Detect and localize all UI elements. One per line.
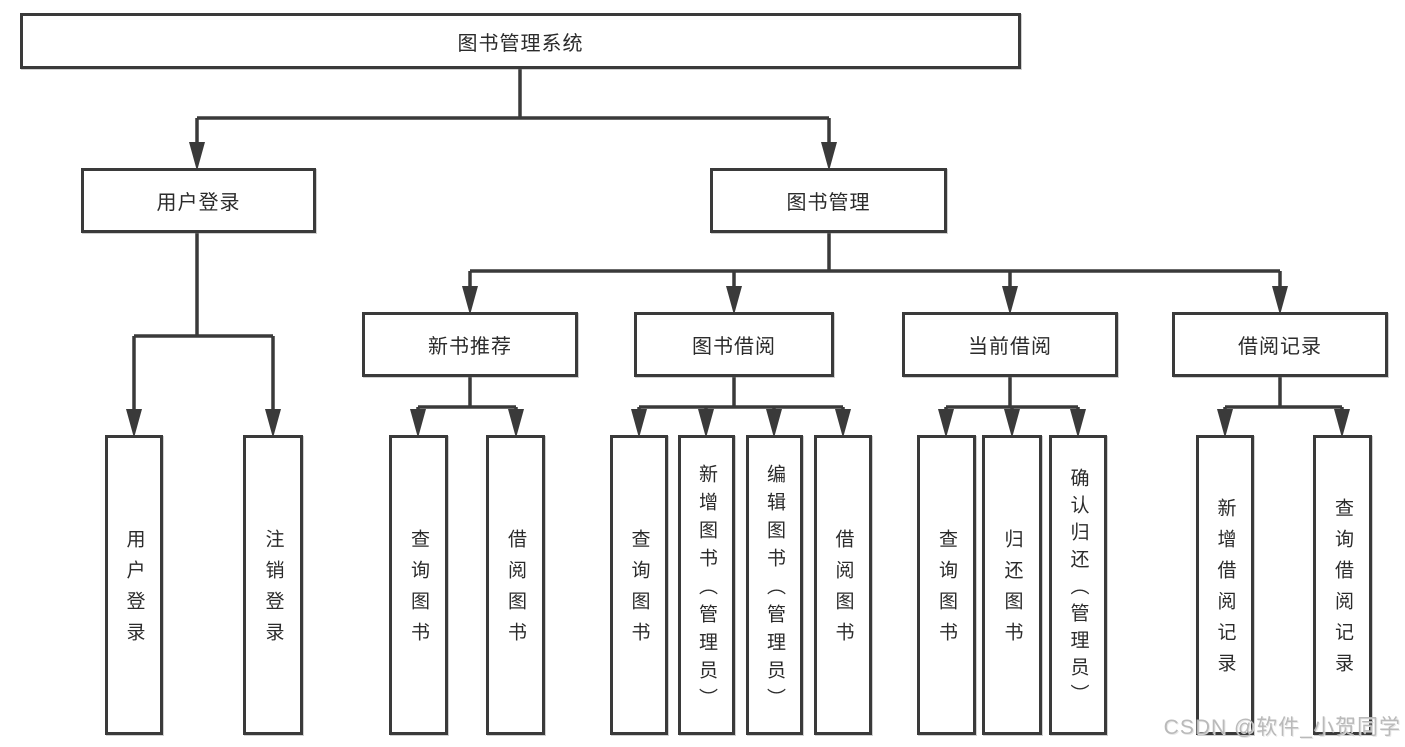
leaf-return-book: 归还图书 [982,435,1042,735]
node-new-book-rec-label: 新书推荐 [428,336,512,358]
connector-borrow-records-children [1217,377,1350,438]
node-current-borrow: 当前借阅 [902,312,1118,377]
arrowhead [1272,286,1288,315]
leaf-query-book-2: 查询图书 [610,435,668,735]
arrowhead [1217,409,1233,438]
leaf-user-login-label: 用户登录 [123,529,145,653]
arrowhead [1002,286,1018,315]
leaf-borrow-book-1: 借阅图书 [486,435,545,735]
leaf-query-book-2-label: 查询图书 [628,529,650,653]
arrowhead [1334,409,1350,438]
leaf-confirm-return: 确认归还（管理员） [1049,435,1107,735]
leaf-edit-book: 编辑图书（管理员） [746,435,803,735]
connector-new-book-rec-children [410,377,524,438]
leaf-return-book-label: 归还图书 [1001,529,1023,653]
leaf-user-login: 用户登录 [105,435,163,735]
connector-book-mgmt-children [462,233,1288,315]
node-book-borrow: 图书借阅 [634,312,834,377]
arrowhead [835,409,851,438]
arrowhead [938,409,954,438]
leaf-borrow-book-2-label: 借阅图书 [832,529,854,653]
leaf-confirm-return-label: 确认归还（管理员） [1067,467,1089,711]
node-current-borrow-label: 当前借阅 [968,336,1052,358]
leaf-borrow-book-2: 借阅图书 [814,435,872,735]
arrowhead [698,409,714,438]
node-borrow-records: 借阅记录 [1172,312,1388,377]
arrowhead [189,142,205,171]
node-book-borrow-label: 图书借阅 [692,336,776,358]
arrowhead [631,409,647,438]
node-root-label: 图书管理系统 [457,32,584,55]
node-user-login-label: 用户登录 [156,192,241,214]
arrowhead [508,409,524,438]
leaf-borrow-book-1-label: 借阅图书 [505,529,526,653]
leaf-query-book-1: 查询图书 [389,435,448,735]
leaf-edit-book-label: 编辑图书（管理员） [764,463,785,716]
arrowhead [726,286,742,315]
connector-user-login-children [126,233,281,438]
connector-root-to-level2 [189,69,837,171]
leaf-query-borrow-record: 查询借阅记录 [1313,435,1372,735]
arrowhead [1004,409,1020,438]
node-root: 图书管理系统 [20,13,1021,69]
arrowhead [126,409,142,438]
leaf-query-borrow-record-label: 查询借阅记录 [1332,498,1353,684]
leaf-add-book: 新增图书（管理员） [678,435,735,735]
node-book-mgmt-label: 图书管理 [786,192,871,214]
node-new-book-rec: 新书推荐 [362,312,578,377]
leaf-logout: 注销登录 [243,435,303,735]
node-book-mgmt: 图书管理 [710,168,947,233]
node-borrow-records-label: 借阅记录 [1238,336,1322,358]
leaf-query-book-3-label: 查询图书 [936,529,957,653]
leaf-query-book-3: 查询图书 [917,435,976,735]
connector-book-borrow-children [631,377,851,438]
leaf-add-borrow-record-label: 新增借阅记录 [1214,498,1236,684]
arrowhead [462,286,478,315]
leaf-add-borrow-record: 新增借阅记录 [1196,435,1254,735]
arrowhead [821,142,837,171]
arrowhead [265,409,281,438]
leaf-logout-label: 注销登录 [262,529,284,653]
arrowhead [766,409,782,438]
arrowhead [1070,409,1086,438]
node-user-login: 用户登录 [81,168,316,233]
watermark: CSDN @软件_小贺同学 [1163,716,1401,739]
leaf-add-book-label: 新增图书（管理员） [696,463,717,716]
arrowhead [410,409,426,438]
connector-current-borrow-children [938,377,1086,438]
leaf-query-book-1-label: 查询图书 [408,529,429,653]
